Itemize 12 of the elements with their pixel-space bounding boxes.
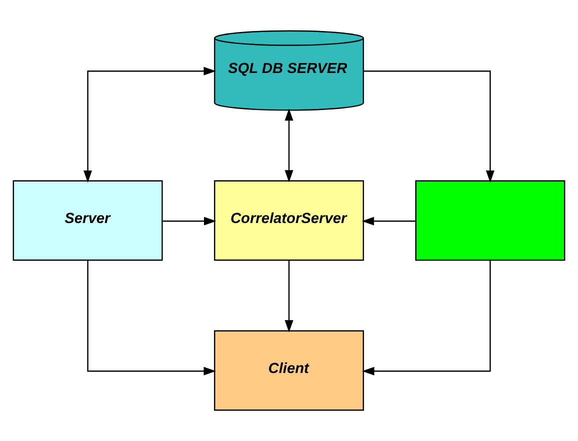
arrow <box>362 260 491 376</box>
node-box: Client <box>214 330 364 411</box>
arrow <box>87 260 216 376</box>
arrow <box>284 260 294 332</box>
arrow <box>162 216 216 226</box>
arrow <box>364 70 494 183</box>
node-box: Server <box>12 180 163 261</box>
arrow <box>362 216 416 226</box>
arrow <box>84 66 216 183</box>
arrow <box>284 108 294 182</box>
node-box: CorrelatorServer <box>214 180 364 261</box>
node-box <box>415 180 566 261</box>
